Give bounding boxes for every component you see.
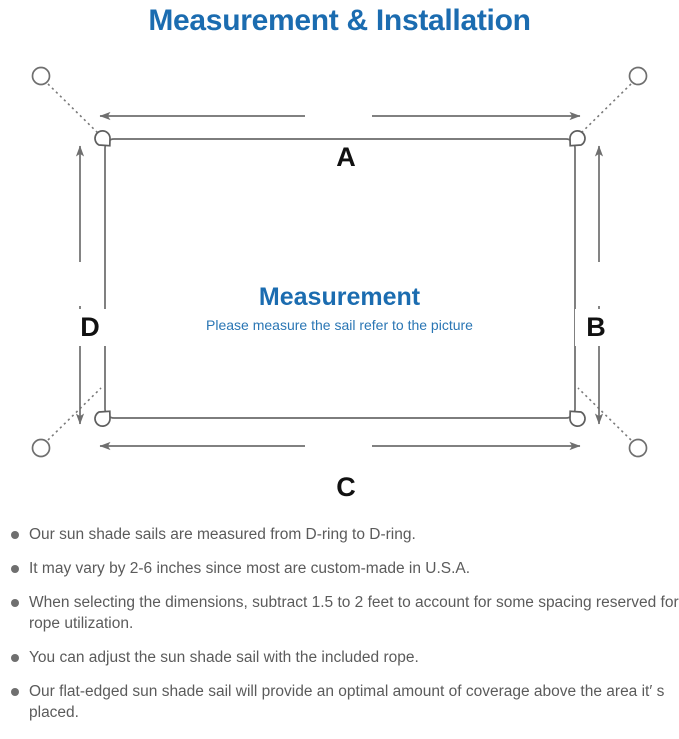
d-rings — [94, 130, 586, 427]
note-text: Our sun shade sails are measured from D-… — [29, 526, 416, 543]
diagram-svg — [31, 66, 648, 458]
note-item: Our sun shade sails are measured from D-… — [0, 524, 679, 545]
dimension-label-a: A — [310, 144, 382, 171]
d-ring-bottom-left — [94, 410, 111, 427]
note-text: Our flat-edged sun shade sail will provi… — [29, 683, 665, 721]
bullet-icon — [11, 688, 19, 696]
sail-body — [104, 138, 576, 419]
measurement-diagram: Measurement Please measure the sail refe… — [0, 44, 679, 514]
rope-line-bottom-right — [577, 387, 632, 441]
d-ring-bottom-right — [569, 410, 586, 427]
d-ring-top-left — [94, 130, 111, 147]
bullet-icon — [11, 599, 19, 607]
note-text: You can adjust the sun shade sail with t… — [29, 649, 419, 666]
bullet-icon — [11, 654, 19, 662]
bullet-icon — [11, 565, 19, 573]
note-item: You can adjust the sun shade sail with t… — [0, 647, 679, 668]
note-text: When selecting the dimensions, subtract … — [29, 594, 679, 632]
anchor-point-bottom-right — [628, 438, 648, 458]
rope-lines — [47, 83, 632, 441]
dimension-label-b: B — [575, 309, 617, 346]
anchor-point-top-left — [31, 66, 51, 86]
note-item: It may vary by 2-6 inches since most are… — [0, 558, 679, 579]
anchor-point-top-right — [628, 66, 648, 86]
notes-list: Our sun shade sails are measured from D-… — [0, 524, 679, 736]
bullet-icon — [11, 531, 19, 539]
page-title: Measurement & Installation — [148, 4, 531, 37]
note-text: It may vary by 2-6 inches since most are… — [29, 560, 471, 577]
note-item: Our flat-edged sun shade sail will provi… — [0, 681, 679, 723]
anchor-points — [31, 66, 648, 458]
dimension-label-d: D — [69, 309, 111, 346]
rope-line-top-left — [47, 83, 102, 137]
rope-line-bottom-left — [47, 387, 102, 441]
anchor-point-bottom-left — [31, 438, 51, 458]
dimension-label-c: C — [310, 474, 382, 501]
note-item: When selecting the dimensions, subtract … — [0, 592, 679, 634]
rope-line-top-right — [577, 83, 632, 137]
d-ring-top-right — [569, 130, 586, 147]
